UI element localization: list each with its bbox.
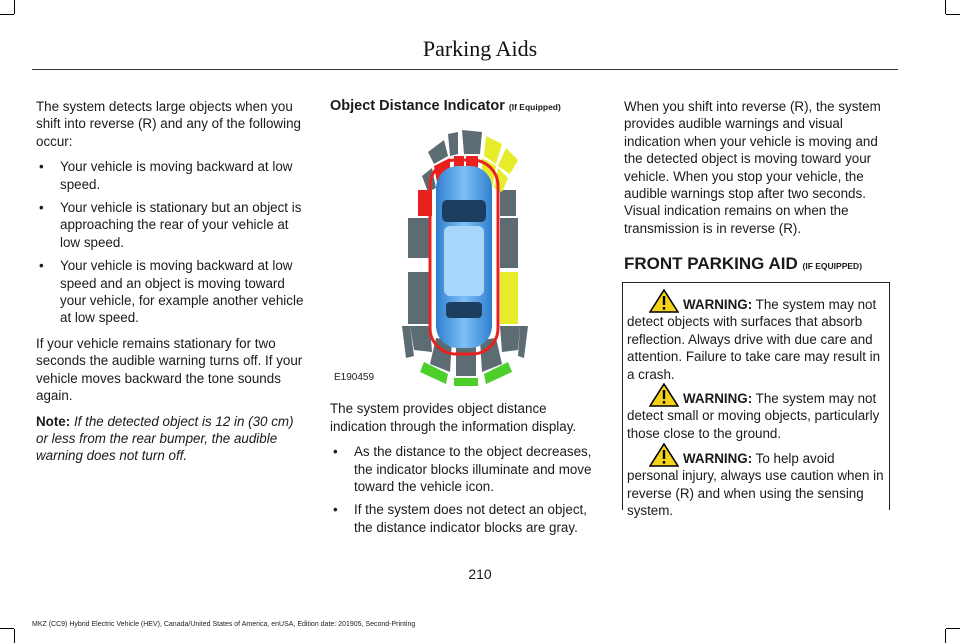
footer-text: MKZ (CC9) Hybrid Electric Vehicle (HEV),… xyxy=(32,621,416,628)
indicator-block-rear xyxy=(480,338,502,373)
warning-triangle-icon xyxy=(648,382,680,407)
indicator-block-front xyxy=(448,132,458,157)
indicator-block-rear xyxy=(410,326,432,353)
warning-label: WARNING: xyxy=(683,297,753,312)
note: Note: If the detected object is 12 in (3… xyxy=(36,413,308,465)
stationary-paragraph: If your vehicle remains stationary for t… xyxy=(36,335,303,404)
vehicle-outline xyxy=(428,158,500,356)
list-item: Your vehicle is moving backward at low s… xyxy=(36,158,308,193)
indicator-list: As the distance to the object decreases,… xyxy=(330,443,602,536)
crop-mark xyxy=(946,628,960,629)
warning-text: The system may not detect objects with s… xyxy=(627,297,881,382)
warning-label: WARNING: xyxy=(683,451,753,466)
heading-text: Object Distance Indicator xyxy=(330,98,505,114)
distance-indicator-figure: E190459 xyxy=(330,126,600,388)
crop-mark xyxy=(946,14,960,15)
indicator-block-rear xyxy=(518,326,528,359)
indicator-block-rear xyxy=(454,378,478,387)
warning-triangle-icon xyxy=(648,442,680,467)
crop-mark xyxy=(0,628,14,629)
section-heading: FRONT PARKING AID (IF EQUIPPED) xyxy=(624,255,894,275)
heading-text: FRONT PARKING AID xyxy=(624,254,798,274)
indicator-block-front xyxy=(462,130,482,155)
indicator-block-right xyxy=(500,272,518,325)
warning-label: WARNING: xyxy=(683,391,753,406)
heading-qualifier: (If Equipped) xyxy=(508,102,561,112)
list-item: As the distance to the object decreases,… xyxy=(330,443,602,495)
crop-mark xyxy=(945,629,946,643)
warning-item: WARNING: The system may not detect small… xyxy=(627,382,889,442)
vehicle-rear-window xyxy=(446,302,482,319)
vehicle-roof xyxy=(444,226,484,297)
intro-paragraph: The system detects large objects when yo… xyxy=(36,99,301,149)
list-item: Your vehicle is moving backward at low s… xyxy=(36,257,308,327)
vehicle-windshield xyxy=(442,200,486,223)
indicator-block-front xyxy=(428,140,448,165)
indicator-block-front xyxy=(498,148,518,175)
indicator-block-rear xyxy=(430,338,452,373)
figure-code: E190459 xyxy=(334,372,375,383)
page-number: 210 xyxy=(468,566,492,582)
list-item: If the system does not detect an object,… xyxy=(330,501,602,536)
indicator-block-rear xyxy=(484,362,512,385)
list-item: Your vehicle is stationary but an object… xyxy=(36,199,308,251)
column-left: The system detects large objects when yo… xyxy=(36,98,308,473)
column-right: When you shift into reverse (R), the sys… xyxy=(624,98,894,276)
crop-mark xyxy=(0,14,14,15)
heading-qualifier: (IF EQUIPPED) xyxy=(802,261,863,272)
header-rule xyxy=(32,69,898,70)
reverse-paragraph: When you shift into reverse (R), the sys… xyxy=(624,99,881,236)
indicator-block-right xyxy=(500,190,516,217)
indicator-block-left xyxy=(408,218,430,259)
crop-mark xyxy=(14,629,15,643)
indicator-block-rear xyxy=(420,362,448,385)
page-title: Parking Aids xyxy=(422,36,538,61)
section-heading: Object Distance Indicator (If Equipped) xyxy=(330,98,602,116)
indicator-paragraph: The system provides object distance indi… xyxy=(330,401,577,434)
indicator-block-left xyxy=(408,272,430,325)
warning-item: WARNING: The system may not detect objec… xyxy=(627,288,889,383)
warning-triangle-icon xyxy=(648,288,680,313)
indicator-block-rear xyxy=(500,326,520,353)
note-label: Note: xyxy=(36,413,71,429)
warning-text: The system may not detect small or movin… xyxy=(627,391,880,441)
distance-indicator-illustration xyxy=(402,130,528,387)
indicator-block-right xyxy=(500,218,518,269)
note-text: If the detected object is 12 in (30 cm) … xyxy=(36,413,294,464)
warning-text: To help avoid personal injury, always us… xyxy=(627,451,884,519)
indicator-block-rear xyxy=(402,326,414,359)
column-middle: Object Distance Indicator (If Equipped) xyxy=(330,98,602,544)
warning-item: WARNING: To help avoid personal injury, … xyxy=(627,442,889,520)
indicator-block-front xyxy=(484,136,502,165)
crop-mark xyxy=(945,0,946,14)
indicator-block-rear xyxy=(456,340,476,377)
condition-list: Your vehicle is moving backward at low s… xyxy=(36,158,308,327)
crop-mark xyxy=(14,0,15,14)
warning-box: WARNING: The system may not detect objec… xyxy=(622,282,890,518)
